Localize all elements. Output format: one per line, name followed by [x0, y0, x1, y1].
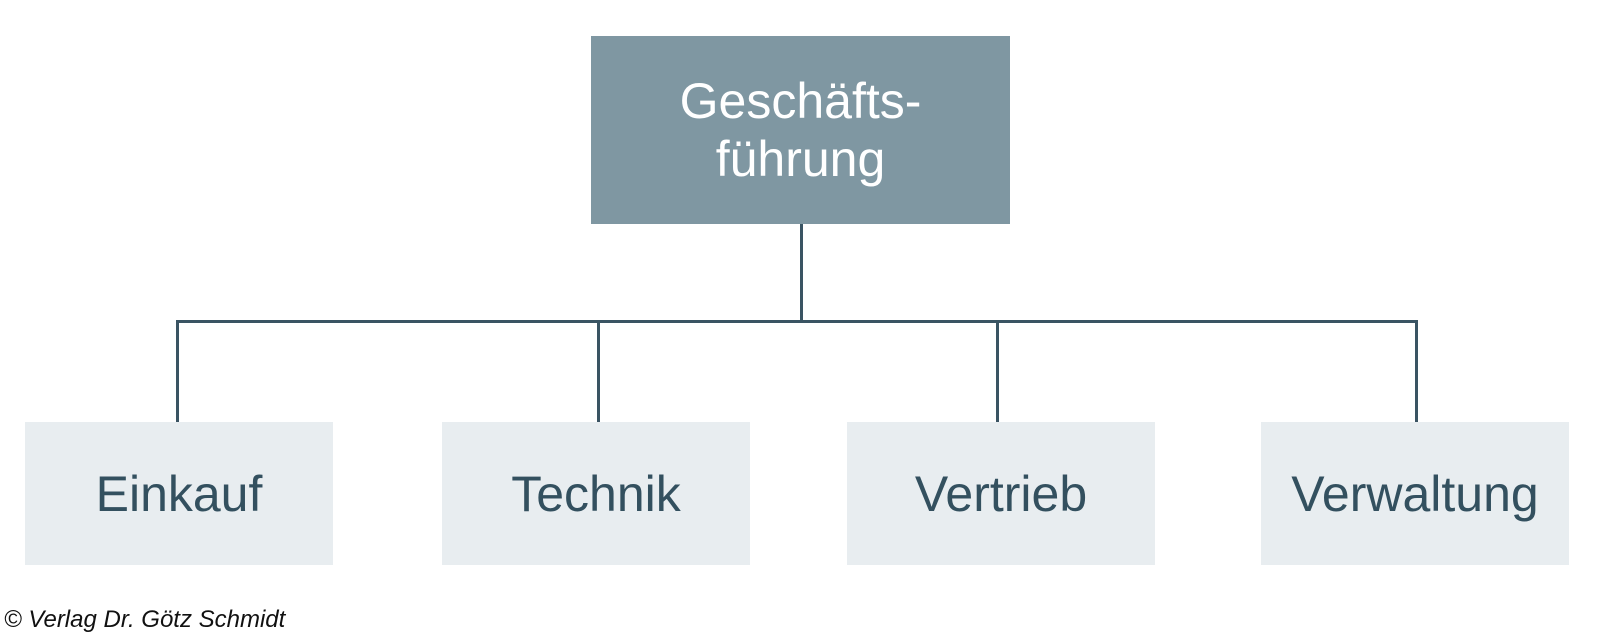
connector-root-vertical: [800, 224, 803, 322]
connector-vertrieb: [996, 320, 999, 422]
node-label: Technik: [511, 465, 681, 522]
node-label-line1: Geschäfts-: [679, 73, 922, 129]
node-label: Vertrieb: [914, 465, 1088, 522]
node-vertrieb: Vertrieb: [847, 422, 1155, 565]
connector-technik: [597, 320, 600, 422]
node-technik: Technik: [442, 422, 750, 565]
node-label-line2: führung: [715, 131, 886, 187]
connector-einkauf: [176, 320, 179, 422]
connector-horizontal: [176, 320, 1418, 323]
connector-verwaltung: [1415, 320, 1418, 422]
node-label: Verwaltung: [1291, 465, 1539, 522]
node-label: Einkauf: [95, 465, 263, 522]
node-verwaltung: Verwaltung: [1261, 422, 1569, 565]
node-geschaeftsfuehrung: Geschäfts- führung: [591, 36, 1010, 224]
copyright-notice: © Verlag Dr. Götz Schmidt: [4, 606, 286, 633]
node-einkauf: Einkauf: [25, 422, 333, 565]
